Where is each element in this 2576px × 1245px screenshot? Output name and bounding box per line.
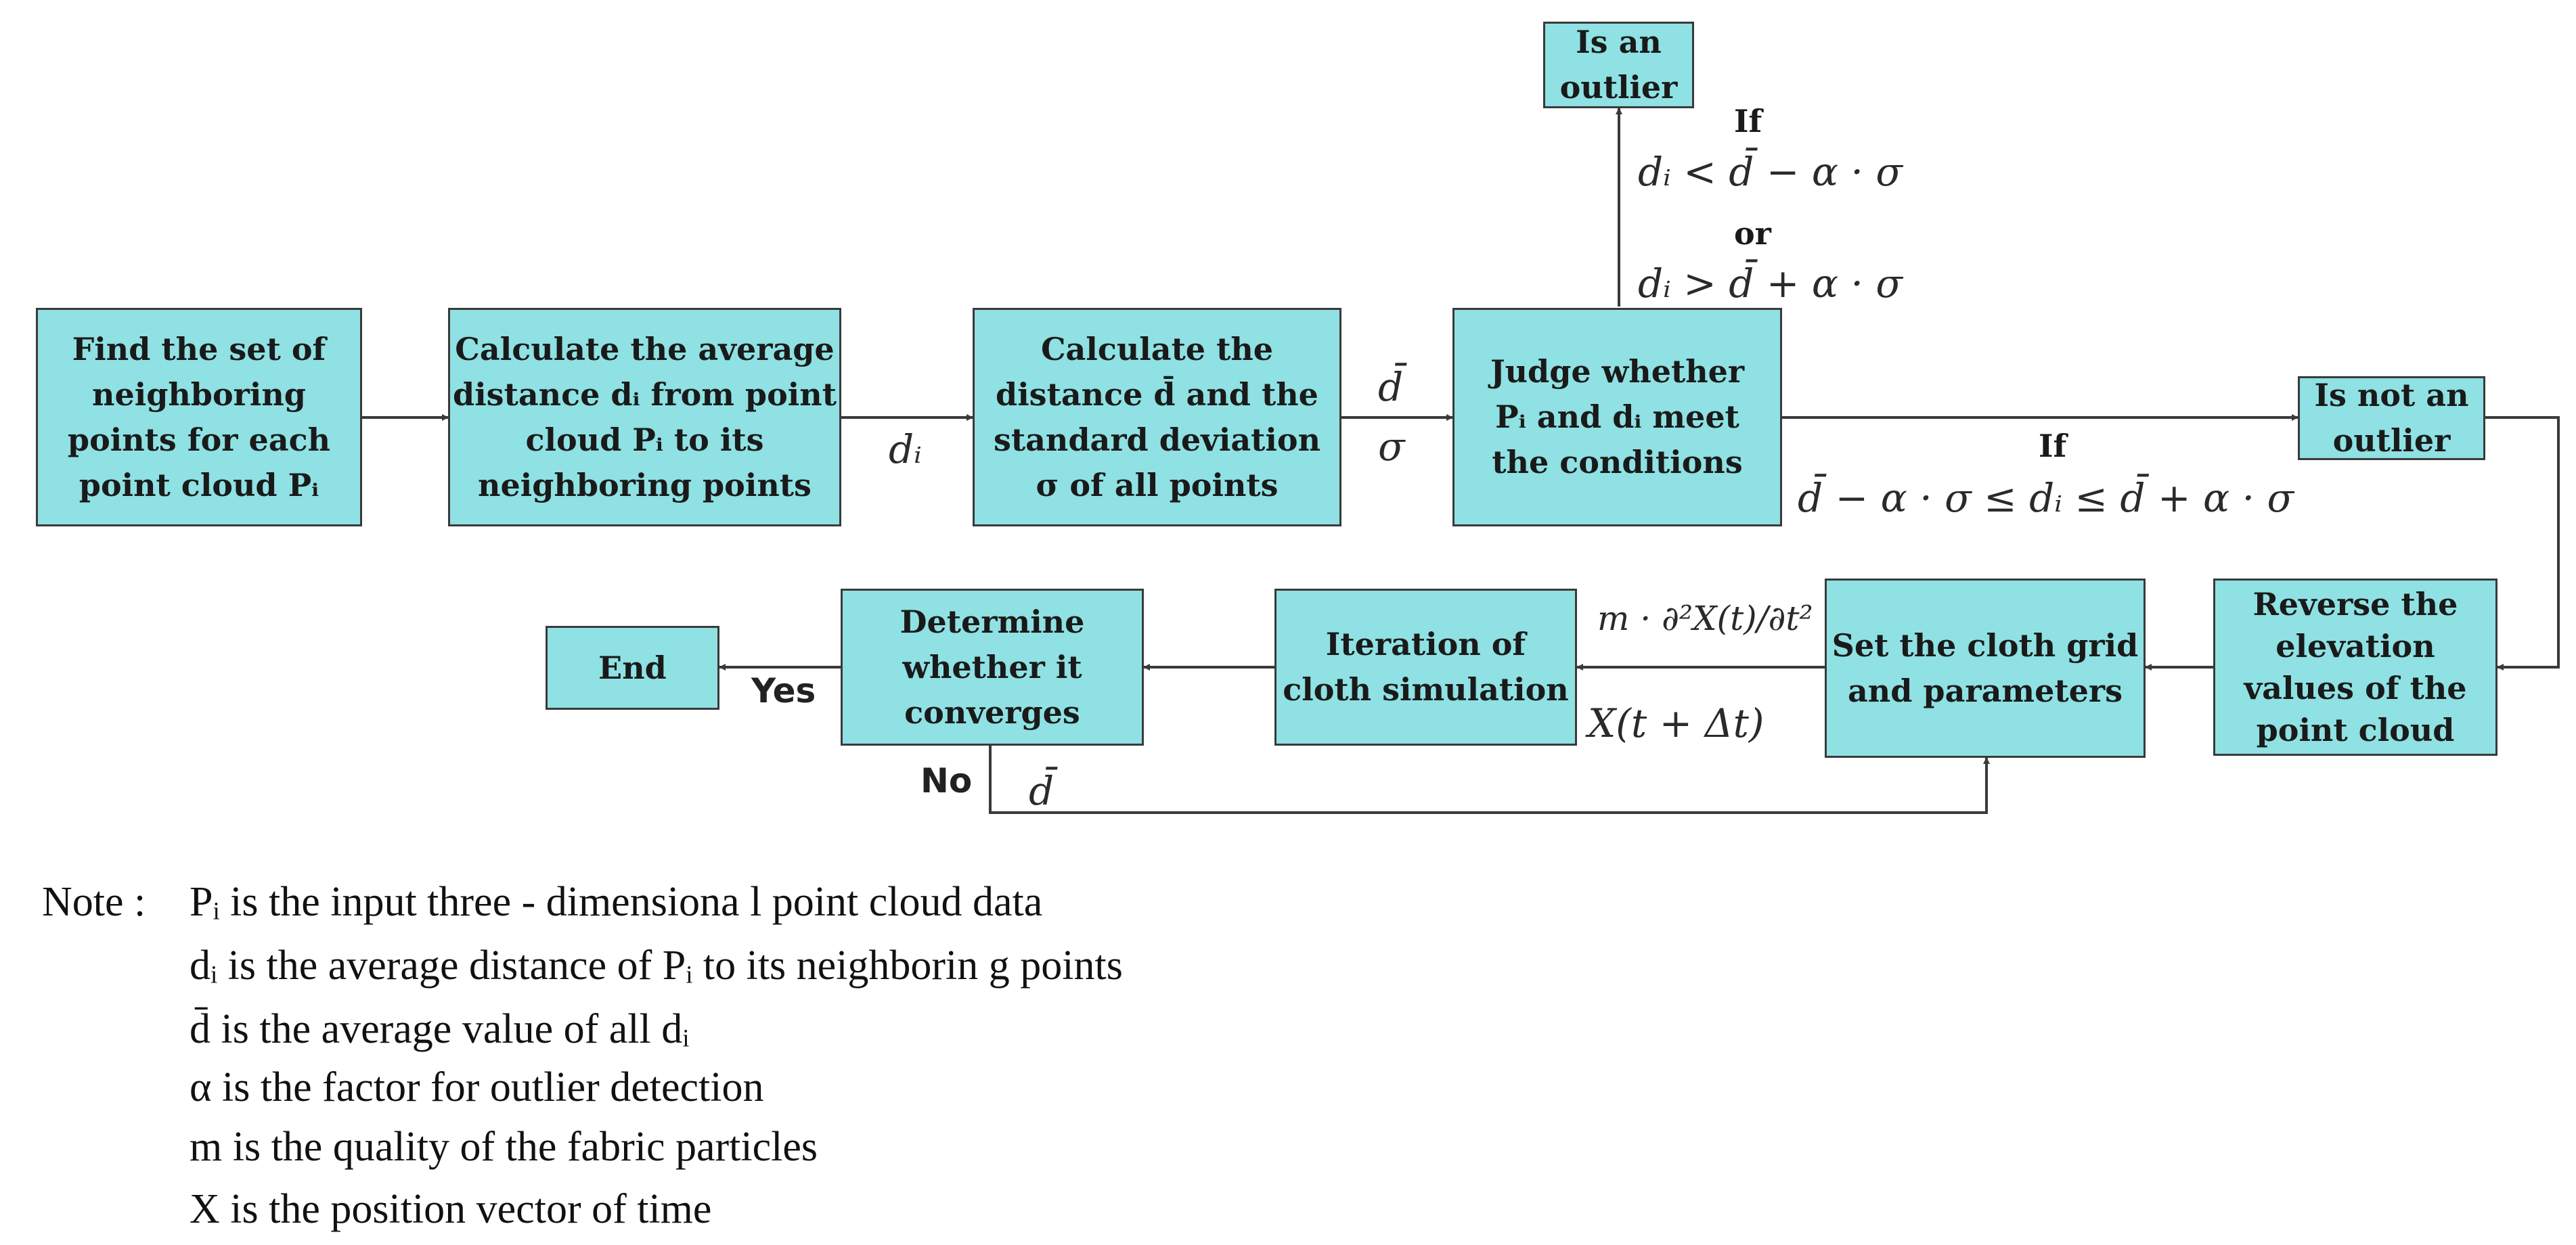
label-dbar-feedback: d̄ xyxy=(1029,768,1054,814)
arrow-not-outlier-to-reverse xyxy=(2485,416,2560,671)
note-line: d̄ is the average value of all dᵢ xyxy=(190,1006,690,1052)
node-text: Is an xyxy=(1576,24,1662,60)
node-text: point cloud Pᵢ xyxy=(79,466,319,503)
node-set-cloth-grid: Set the cloth grid and parameters xyxy=(1825,579,2146,758)
note-line: dᵢ is the average distance of Pᵢ to its … xyxy=(190,943,1123,989)
node-text: and parameters xyxy=(1847,672,2123,709)
label-force: m · ∂²X(t)/∂t² xyxy=(1597,599,1813,638)
node-text: whether it xyxy=(902,648,1082,685)
node-text: distance d̄ and the xyxy=(996,376,1318,413)
node-text: Iteration of xyxy=(1325,626,1526,662)
node-end: End xyxy=(546,626,719,710)
node-text: Determine xyxy=(900,603,1085,640)
node-find-neighbors: Find the set of neighboring points for e… xyxy=(36,308,362,526)
node-is-outlier: Is an outlier xyxy=(1543,22,1694,108)
note-line: m is the quality of the fabric particles xyxy=(190,1124,818,1170)
node-text: outlier xyxy=(2332,422,2451,459)
node-iteration-cloth-simulation: Iteration of cloth simulation xyxy=(1274,589,1577,746)
label-or: or xyxy=(1734,215,1771,252)
node-reverse-elevation: Reverse the elevation values of the poin… xyxy=(2213,579,2497,756)
node-text: distance dᵢ from point xyxy=(453,376,837,413)
node-judge-conditions: Judge whether Pᵢ and dᵢ meet the conditi… xyxy=(1452,308,1782,526)
node-text: Is not an xyxy=(2314,377,2469,413)
node-is-not-outlier: Is not an outlier xyxy=(2298,376,2485,460)
node-calc-average-distance: Calculate the average distance dᵢ from p… xyxy=(448,308,841,526)
node-text: point cloud xyxy=(2256,712,2455,748)
node-text: points for each xyxy=(67,421,331,458)
node-text: the conditions xyxy=(1492,444,1743,480)
label-if-outlier: If xyxy=(1734,103,1762,139)
label-cond-lower: dᵢ < d̄ − α · σ xyxy=(1638,149,1903,195)
node-text: Find the set of xyxy=(72,330,326,367)
node-determine-convergence: Determine whether it converges xyxy=(841,589,1144,746)
note-line: X is the position vector of time xyxy=(190,1186,712,1232)
node-text: Reverse the xyxy=(2252,586,2458,622)
arrow-converge-no-to-cloth xyxy=(989,744,1990,814)
label-yes: Yes xyxy=(751,671,816,710)
label-cond-range: d̄ − α · σ ≤ dᵢ ≤ d̄ + α · σ xyxy=(1798,475,2294,521)
label-sigma: σ xyxy=(1378,424,1405,470)
node-text: values of the xyxy=(2244,670,2467,706)
node-text: Set the cloth grid xyxy=(1831,627,2139,664)
node-text: Judge whether xyxy=(1490,353,1745,390)
node-text: cloth simulation xyxy=(1283,671,1569,708)
label-cond-upper: dᵢ > d̄ + α · σ xyxy=(1638,261,1903,307)
node-text: End xyxy=(598,649,667,686)
label-position: X(t + Δt) xyxy=(1588,700,1764,746)
node-text: cloud Pᵢ to its xyxy=(525,421,764,458)
note-heading: Note : xyxy=(42,879,146,925)
label-if-inlier: If xyxy=(2039,428,2067,464)
node-calc-std-deviation: Calculate the distance d̄ and the standa… xyxy=(973,308,1341,526)
note-line: Pᵢ is the input three - dimensiona l poi… xyxy=(190,879,1043,925)
node-text: outlier xyxy=(1559,69,1678,106)
node-text: elevation xyxy=(2275,628,2435,664)
node-text: neighboring xyxy=(92,376,306,413)
label-dbar: d̄ xyxy=(1378,364,1404,410)
node-text: Calculate the average xyxy=(455,330,835,367)
node-text: Calculate the xyxy=(1040,330,1274,367)
node-text: standard deviation xyxy=(993,421,1321,458)
node-text: converges xyxy=(904,694,1080,731)
note-line: α is the factor for outlier detection xyxy=(190,1064,764,1110)
label-di: dᵢ xyxy=(889,426,922,472)
node-text: neighboring points xyxy=(478,466,812,503)
node-text: Pᵢ and dᵢ meet xyxy=(1495,399,1739,435)
label-no: No xyxy=(920,761,973,800)
node-text: σ of all points xyxy=(1036,466,1279,503)
